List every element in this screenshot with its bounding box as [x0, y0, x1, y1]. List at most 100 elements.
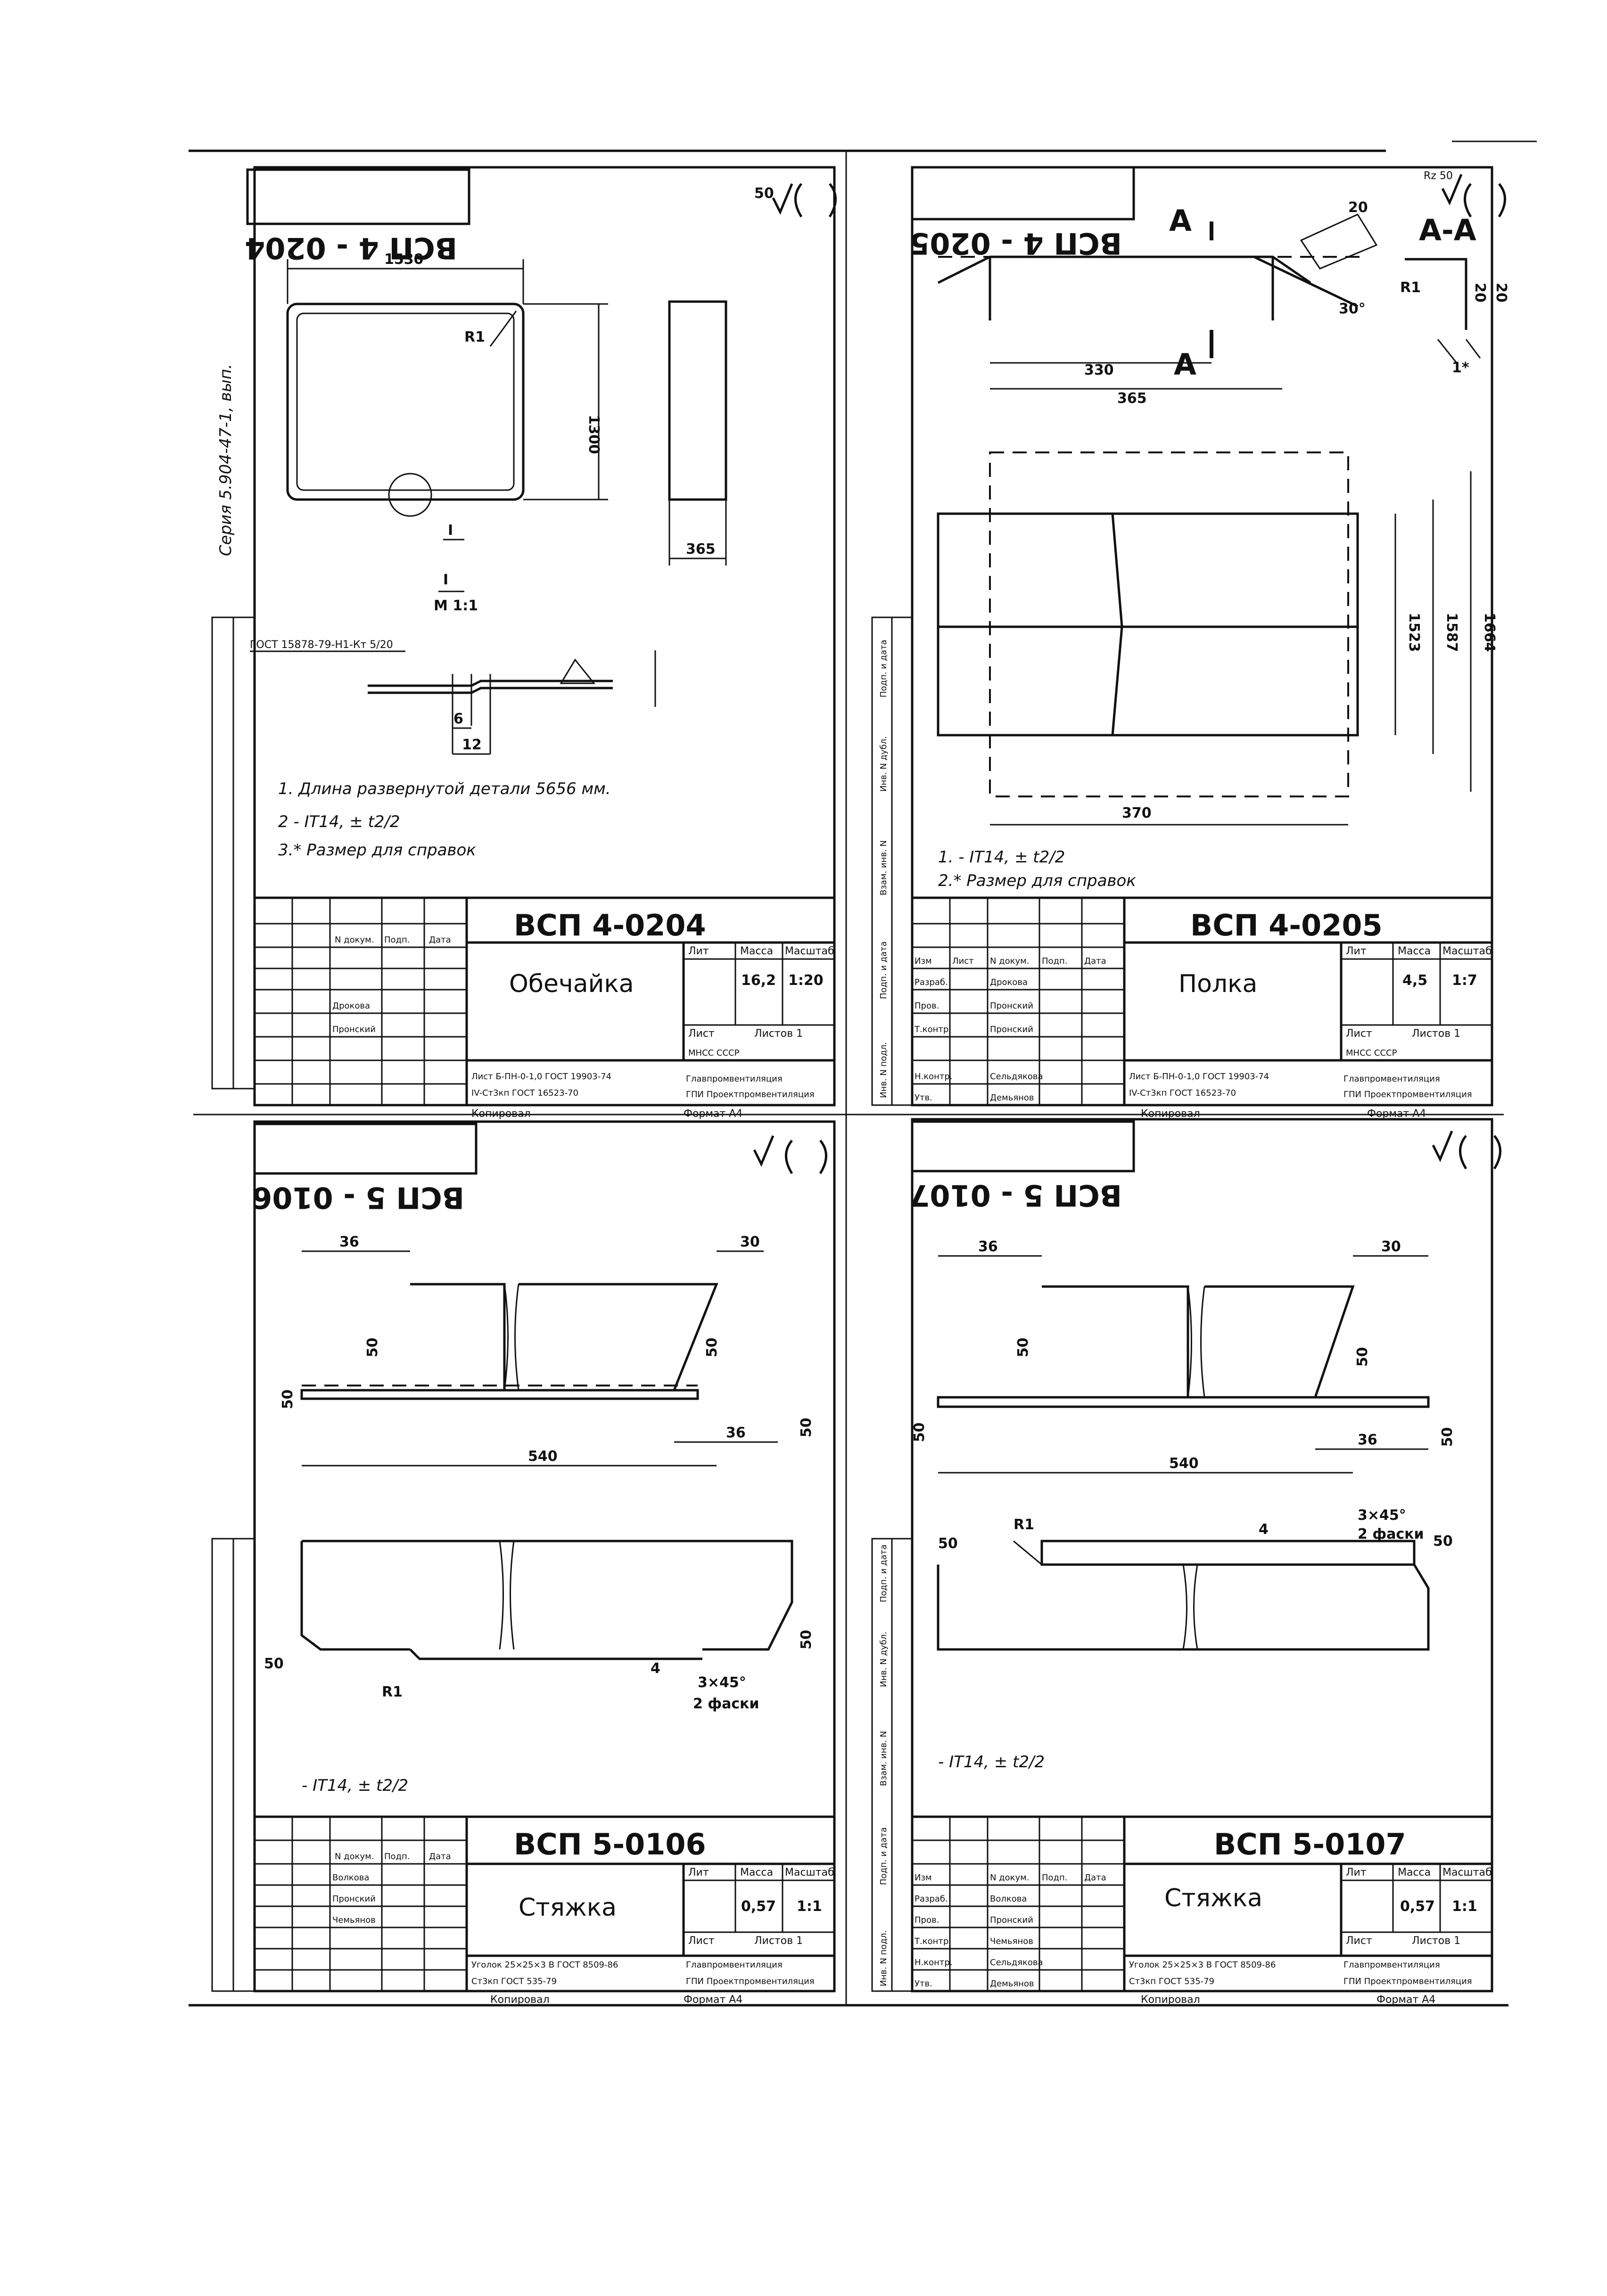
break-lines: [1182, 1564, 1198, 1650]
roughness-icon: [1441, 174, 1506, 218]
side-label-3: Взам. инв. N: [879, 1731, 889, 1786]
note-3: 3.* Размер для справок: [278, 841, 476, 860]
bottom-view: [300, 1540, 793, 1651]
tb-doc: N докум.: [990, 956, 1029, 966]
dim-50f: 50: [798, 1630, 815, 1649]
scale-value: 1:1: [797, 1898, 822, 1915]
shelf-edges: [989, 257, 1274, 320]
dim-30: 30: [1381, 1238, 1401, 1255]
copy-label: Копировал: [1141, 1108, 1200, 1120]
code-mirror: ВСП 5 - 0107: [909, 1178, 1122, 1213]
dim-50d: 50: [798, 1418, 815, 1437]
sheet-vsp4-0205: ВСП 4 - 0205 Rz 50 20 30° А А 330 365 А-…: [871, 166, 1509, 1120]
sheet-code: ВСП 5-0107: [1214, 1827, 1406, 1861]
roughness-mark: 50: [754, 185, 774, 202]
dim-365: 365: [1117, 390, 1147, 407]
tb-nkontr: Н.контр.: [915, 1072, 953, 1082]
section-1: 1*: [1452, 360, 1469, 376]
sheet-vsp4-0204: ВСП 4 - 0204 50 1530 1300 R1 I 365 I М 1…: [211, 166, 837, 1120]
chamfer-note: 2 фаски: [693, 1696, 759, 1712]
side-label-4: Инв. N дубл.: [879, 736, 889, 792]
person-1: Дрокова: [990, 977, 1028, 987]
dim-r1: R1: [382, 1684, 403, 1700]
cut-a-top: А: [1169, 204, 1192, 238]
seam-section: [368, 680, 613, 694]
detail-title: I: [443, 572, 448, 588]
leader: [1013, 1540, 1042, 1566]
tb-sign: Подп.: [384, 935, 410, 945]
angle-leg: [937, 1396, 1430, 1408]
detail-callout-circle: [388, 473, 432, 517]
tb-razrab: Разраб.: [915, 1894, 948, 1904]
tb-razrab: Разраб.: [915, 977, 948, 987]
person-1: Волкова: [332, 1873, 369, 1883]
format-label: Формат А4: [684, 1994, 742, 2006]
org-3: ГПИ Проектпромвентиляция: [1343, 1090, 1472, 1099]
scale-value: 1:7: [1452, 972, 1477, 989]
code-stamp: [253, 1123, 478, 1175]
tb-sign: Подп.: [1042, 956, 1067, 966]
roughness-icon: [772, 183, 837, 218]
mass-value: 16,2: [741, 972, 776, 989]
section-ticks: [1437, 339, 1481, 363]
angle-leg: [300, 1389, 699, 1400]
tb-utv: Утв.: [915, 1979, 932, 1989]
series-label: Серия 5.904-47-1, вып.: [216, 364, 235, 556]
code-mirror: ВСП 5 - 0106: [252, 1181, 464, 1215]
side-label-1: Инв. N подл.: [879, 1042, 889, 1098]
detail-scale: М 1:1: [434, 598, 478, 614]
dim-370: 370: [1122, 805, 1152, 821]
bottom-view: [937, 1564, 1430, 1651]
tb-lit: Лит: [1346, 1867, 1367, 1878]
tb-doc: N докум.: [335, 935, 374, 945]
flat-break: [1111, 513, 1123, 736]
code-stamp: [911, 1120, 1135, 1173]
code-mirror: ВСП 4 - 0204: [245, 231, 457, 265]
dim-width: 1530: [384, 251, 424, 268]
org-1: МНСС СССР: [688, 1048, 740, 1058]
tb-mass: Масса: [740, 945, 773, 957]
tb-izm: Изм: [915, 956, 932, 966]
flange: [1253, 255, 1359, 308]
dim-1587: 1587: [1443, 613, 1460, 652]
dim-50e: 50: [938, 1535, 958, 1552]
org-3: ГПИ Проектпромвентиляция: [1343, 1976, 1472, 1986]
dim-50b: 50: [1354, 1347, 1371, 1367]
tb-utv: Утв.: [915, 1093, 932, 1103]
tb-sheets: Листов 1: [754, 1028, 803, 1040]
tb-sheets: Листов 1: [1412, 1028, 1460, 1040]
person-1: Волкова: [990, 1894, 1027, 1904]
tb-scale: Масштаб: [785, 945, 834, 957]
angle-body: [1042, 1285, 1355, 1398]
note-1: - IТ14, ± t2/2: [938, 1753, 1045, 1771]
roughness-icon: [1432, 1131, 1501, 1170]
material-2: Ст3кп ГОСТ 535-79: [471, 1976, 557, 1986]
code-mirror: ВСП 4 - 0205: [909, 226, 1122, 261]
seam-spec: ГОСТ 15878-79-Н1-Кт 5/20: [250, 639, 393, 651]
section-label: А-А: [1419, 213, 1476, 247]
chamfer: 3×45°: [698, 1674, 746, 1691]
chamfer-note: 2 фаски: [1358, 1526, 1424, 1542]
tb-mass: Масса: [740, 1867, 773, 1878]
dim-50a: 50: [1015, 1337, 1031, 1357]
dim-50f: 50: [1433, 1533, 1453, 1550]
tb-nkontr: Н.контр.: [915, 1958, 953, 1968]
dim-1523: 1523: [1406, 613, 1422, 652]
dim-angle: 30°: [1339, 301, 1366, 317]
shell-inner: [296, 312, 515, 491]
leg-edge: [409, 1648, 702, 1660]
weld-symbol: [560, 658, 596, 684]
section-radius: R1: [1400, 279, 1421, 296]
side-label-1: Инв. N подл.: [879, 1930, 889, 1986]
part-name: Стяжка: [1164, 1884, 1262, 1912]
tb-scale: Масштаб: [785, 1867, 834, 1878]
chamfer: 3×45°: [1358, 1507, 1406, 1524]
person-5: Демьянов: [990, 1979, 1034, 1989]
code-stamp: [246, 168, 470, 225]
copy-label: Копировал: [1141, 1994, 1200, 2006]
note-2: 2.* Размер для справок: [938, 871, 1136, 890]
tb-sheets: Листов 1: [754, 1935, 803, 1947]
format-label: Формат А4: [684, 1108, 742, 1120]
material-2: Ст3кп ГОСТ 535-79: [1129, 1976, 1214, 1986]
note-1: 1. Длина развернутой детали 5656 мм.: [278, 779, 611, 798]
